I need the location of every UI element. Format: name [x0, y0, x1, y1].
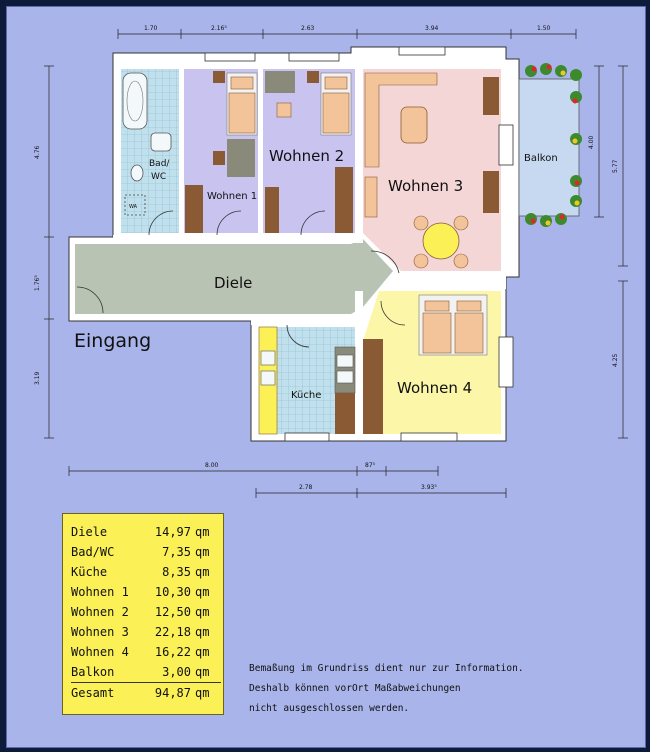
- dim-bottom-2b: 3.93⁵: [421, 484, 437, 491]
- label-wohnen-4: Wohnen 4: [397, 379, 472, 397]
- area-value: 8,35: [162, 565, 191, 579]
- label-bad-line-1: Bad/: [149, 159, 170, 169]
- label-wohnen-1: Wohnen 1: [207, 191, 257, 202]
- dim-bottom-2a: 2.78: [299, 484, 313, 491]
- area-row: Wohnen 4 16,22 qm: [71, 642, 221, 662]
- diele-floor: [75, 239, 393, 314]
- area-row: Küche 8,35 qm: [71, 562, 221, 582]
- area-name: Wohnen 1: [71, 585, 129, 599]
- doors: [76, 210, 406, 348]
- dim-left-2: 1.76⁵: [34, 275, 41, 291]
- label-balkon: Balkon: [524, 153, 558, 164]
- area-row: Wohnen 3 22,18 qm: [71, 622, 221, 642]
- area-name: Küche: [71, 565, 108, 579]
- label-eingang: Eingang: [74, 330, 151, 352]
- area-row: Diele 14,97 qm: [71, 522, 221, 542]
- label-diele: Diele: [214, 274, 252, 292]
- interior-walls: [113, 59, 506, 436]
- area-name: Diele: [71, 525, 108, 539]
- area-unit: qm: [191, 682, 221, 703]
- area-value: 14,97: [154, 525, 191, 539]
- area-unit: qm: [195, 665, 210, 679]
- area-name: Gesamt: [71, 682, 141, 703]
- bathtub-icon: [122, 72, 148, 130]
- note-line-1: Bemaßung im Grundriss dient nur zur Info…: [249, 663, 524, 674]
- note-line-2: Deshalb können vorOrt Maßabweichungen: [249, 683, 461, 694]
- dim-right-balkon: 4.00: [588, 135, 595, 149]
- dim-top-5: 1.50: [537, 25, 551, 32]
- dining-table-icon: [422, 222, 460, 260]
- dim-right-lower: 4.25: [612, 353, 619, 367]
- label-wa: WA: [129, 204, 138, 210]
- area-name: Bad/WC: [71, 545, 115, 559]
- washer-icon: [124, 194, 146, 216]
- area-unit: qm: [195, 625, 210, 639]
- area-row: Balkon 3,00 qm: [71, 662, 221, 683]
- dim-top-4: 3.94: [425, 25, 439, 32]
- windows: [204, 46, 514, 442]
- dim-top-2: 2.16⁵: [211, 25, 227, 32]
- area-unit: qm: [195, 585, 210, 599]
- balcony-plants: [525, 63, 582, 227]
- area-value: 16,22: [154, 645, 191, 659]
- area-row: Bad/WC 7,35 qm: [71, 542, 221, 562]
- area-value: 10,30: [154, 585, 191, 599]
- area-name: Wohnen 3: [71, 625, 129, 639]
- label-bad-line-2: WC: [151, 172, 166, 182]
- floor-plan-drawing: Wohnen 1 Wohnen 2 Wohnen 3 Wohnen 4 Bad/…: [34, 25, 628, 498]
- disclaimer-note: Bemaßung im Grundriss dient nur zur Info…: [249, 659, 549, 719]
- sink-icon: [150, 132, 172, 152]
- area-value: 3,00: [162, 665, 191, 679]
- dim-right-outer: 5.77: [612, 159, 619, 173]
- dim-bottom-1b: 87⁵: [365, 462, 376, 469]
- balcony-floor: [518, 78, 580, 217]
- area-row: Wohnen 2 12,50 qm: [71, 602, 221, 622]
- dim-top-3: 2.63: [301, 25, 315, 32]
- dim-left-1: 4.76: [34, 145, 41, 159]
- furniture: [122, 71, 499, 435]
- dimension-lines: [44, 29, 628, 498]
- area-value: 7,35: [162, 545, 191, 559]
- floor-plan-sheet: Wohnen 1 Wohnen 2 Wohnen 3 Wohnen 4 Bad/…: [6, 6, 646, 748]
- area-unit: qm: [195, 645, 210, 659]
- sofa-icon: [364, 72, 438, 168]
- area-unit: qm: [195, 605, 210, 619]
- label-kueche: Küche: [291, 390, 321, 401]
- area-row: Wohnen 1 10,30 qm: [71, 582, 221, 602]
- area-unit: qm: [195, 545, 210, 559]
- area-unit: qm: [195, 565, 210, 579]
- toilet-icon: [130, 164, 144, 182]
- area-unit: qm: [195, 525, 210, 539]
- area-name: Balkon: [71, 665, 115, 679]
- label-wohnen-3: Wohnen 3: [388, 177, 463, 195]
- dim-top-1: 1.70: [144, 25, 158, 32]
- dim-bottom-1a: 8.00: [205, 462, 219, 469]
- label-wohnen-2: Wohnen 2: [269, 147, 344, 165]
- area-name: Wohnen 2: [71, 605, 129, 619]
- dim-left-3: 3.19: [34, 371, 41, 385]
- area-value: 94,87: [141, 682, 191, 703]
- area-value: 22,18: [154, 625, 191, 639]
- area-value: 12,50: [154, 605, 191, 619]
- note-line-3: nicht ausgeschlossen werden.: [249, 703, 410, 714]
- area-name: Wohnen 4: [71, 645, 129, 659]
